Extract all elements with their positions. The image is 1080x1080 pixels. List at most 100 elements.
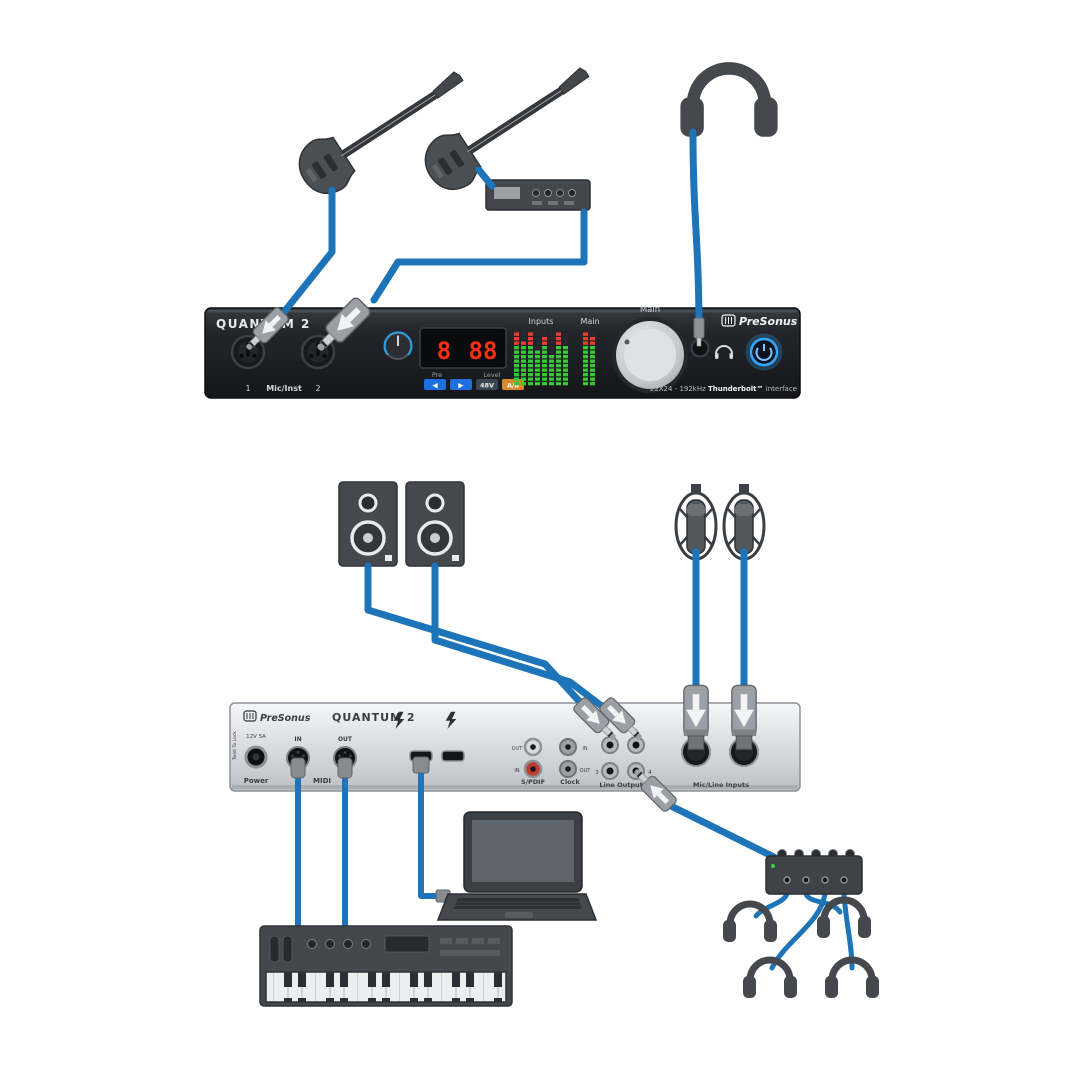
led-segment (583, 368, 588, 372)
led-segment (590, 350, 595, 354)
led-segment (563, 373, 568, 377)
led-segment (563, 359, 568, 363)
led-segment (528, 337, 533, 341)
led-segment (521, 377, 526, 381)
led-segment (583, 346, 588, 350)
studio-monitor-left (337, 480, 399, 568)
amp-jack[interactable] (802, 876, 810, 884)
keyboard-slider-strip[interactable] (440, 950, 500, 956)
led-segment (590, 337, 595, 341)
keyboard-button[interactable] (488, 938, 500, 944)
mod-wheel[interactable] (282, 935, 293, 963)
led-segment (514, 332, 519, 336)
fx-processor (485, 179, 591, 211)
led-segment (556, 350, 561, 354)
led-segment (590, 368, 595, 372)
led-segment (514, 377, 519, 381)
monitor-left-cable (364, 562, 606, 730)
led-segment (528, 355, 533, 359)
led-segment (528, 373, 533, 377)
amp-jack[interactable] (783, 876, 791, 884)
main-volume-knob[interactable] (612, 317, 688, 393)
presonus-logo-front: PreSonus (721, 314, 798, 328)
led-segment (542, 377, 547, 381)
presonus-wordmark-rear: PreSonus (260, 713, 311, 724)
led-segment (542, 355, 547, 359)
amp-jack[interactable] (840, 876, 848, 884)
input1-number: 1 (245, 384, 250, 393)
led-segment (514, 382, 519, 386)
led-segment (535, 373, 540, 377)
pitch-wheel[interactable] (269, 935, 280, 963)
presonus-grille-icon-rear (243, 710, 257, 722)
keyboard-button[interactable] (456, 938, 468, 944)
ab-button[interactable]: A/B (502, 379, 524, 390)
rear-cables (364, 548, 792, 868)
led-segment (556, 368, 561, 372)
led-segment (583, 337, 588, 341)
front-panel: QUANTUM 2 1 Mic/Inst 2 (204, 305, 801, 399)
phantom-48v-button[interactable]: 48V (476, 379, 498, 390)
led-segment (528, 346, 533, 350)
led-segment (535, 350, 540, 354)
led-segment (514, 337, 519, 341)
power-button[interactable] (745, 333, 783, 371)
piano-keys[interactable] (265, 971, 507, 1003)
led-segment (542, 341, 547, 345)
led-segment (563, 364, 568, 368)
presonus-wordmark-front: PreSonus (739, 315, 798, 328)
ab-label: A/B (507, 382, 519, 390)
led-segment (590, 377, 595, 381)
led-segment (521, 350, 526, 354)
thunderbolt-port-2[interactable] (441, 750, 465, 762)
headphone-plug (693, 317, 705, 347)
keyboard-button[interactable] (440, 938, 452, 944)
led-segment (590, 332, 595, 336)
led-segment (542, 382, 547, 386)
midi-plug-out (337, 757, 353, 779)
input2-number: 2 (315, 384, 320, 393)
led-segment (583, 332, 588, 336)
led-segment (521, 373, 526, 377)
preamp-knob[interactable] (383, 331, 413, 360)
led-segment (556, 346, 561, 350)
power-inlet[interactable] (244, 745, 268, 769)
prev-arrow-icon: ◀ (432, 382, 438, 390)
led-segment (549, 382, 554, 386)
led-segment (556, 382, 561, 386)
keyboard-knob[interactable] (325, 939, 335, 949)
led-segment (549, 368, 554, 372)
prev-button[interactable]: ◀ (424, 379, 446, 390)
display-level-digits: 88 (469, 337, 498, 365)
led-segment (556, 341, 561, 345)
led-segment (528, 382, 533, 386)
led-segment (556, 373, 561, 377)
keyboard-button[interactable] (472, 938, 484, 944)
led-segment (535, 341, 540, 345)
led-segment (521, 346, 526, 350)
headphones-main-icon (680, 68, 777, 136)
next-button[interactable]: ▶ (450, 379, 472, 390)
amp-jack[interactable] (821, 876, 829, 884)
rear-cables-thin (295, 761, 443, 933)
keyboard-knob[interactable] (343, 939, 353, 949)
lineout-3-number: 3 (595, 770, 599, 776)
mic-inst-label: Mic/Inst (266, 384, 302, 393)
keyboard-knob[interactable] (361, 939, 371, 949)
spdif-in-label: IN (514, 768, 519, 774)
led-segment (549, 359, 554, 363)
main-meter (583, 332, 595, 386)
led-segment (590, 359, 595, 363)
thunderbolt-icon-2 (445, 711, 457, 729)
level-label: Level (483, 371, 500, 379)
power-icon (755, 344, 773, 361)
power-label: Power (244, 777, 269, 785)
led-segment (549, 337, 554, 341)
led-segment (542, 350, 547, 354)
led-segment (514, 350, 519, 354)
led-segment (563, 341, 568, 345)
led-segment (528, 350, 533, 354)
led-segment (563, 355, 568, 359)
keyboard-knob[interactable] (307, 939, 317, 949)
